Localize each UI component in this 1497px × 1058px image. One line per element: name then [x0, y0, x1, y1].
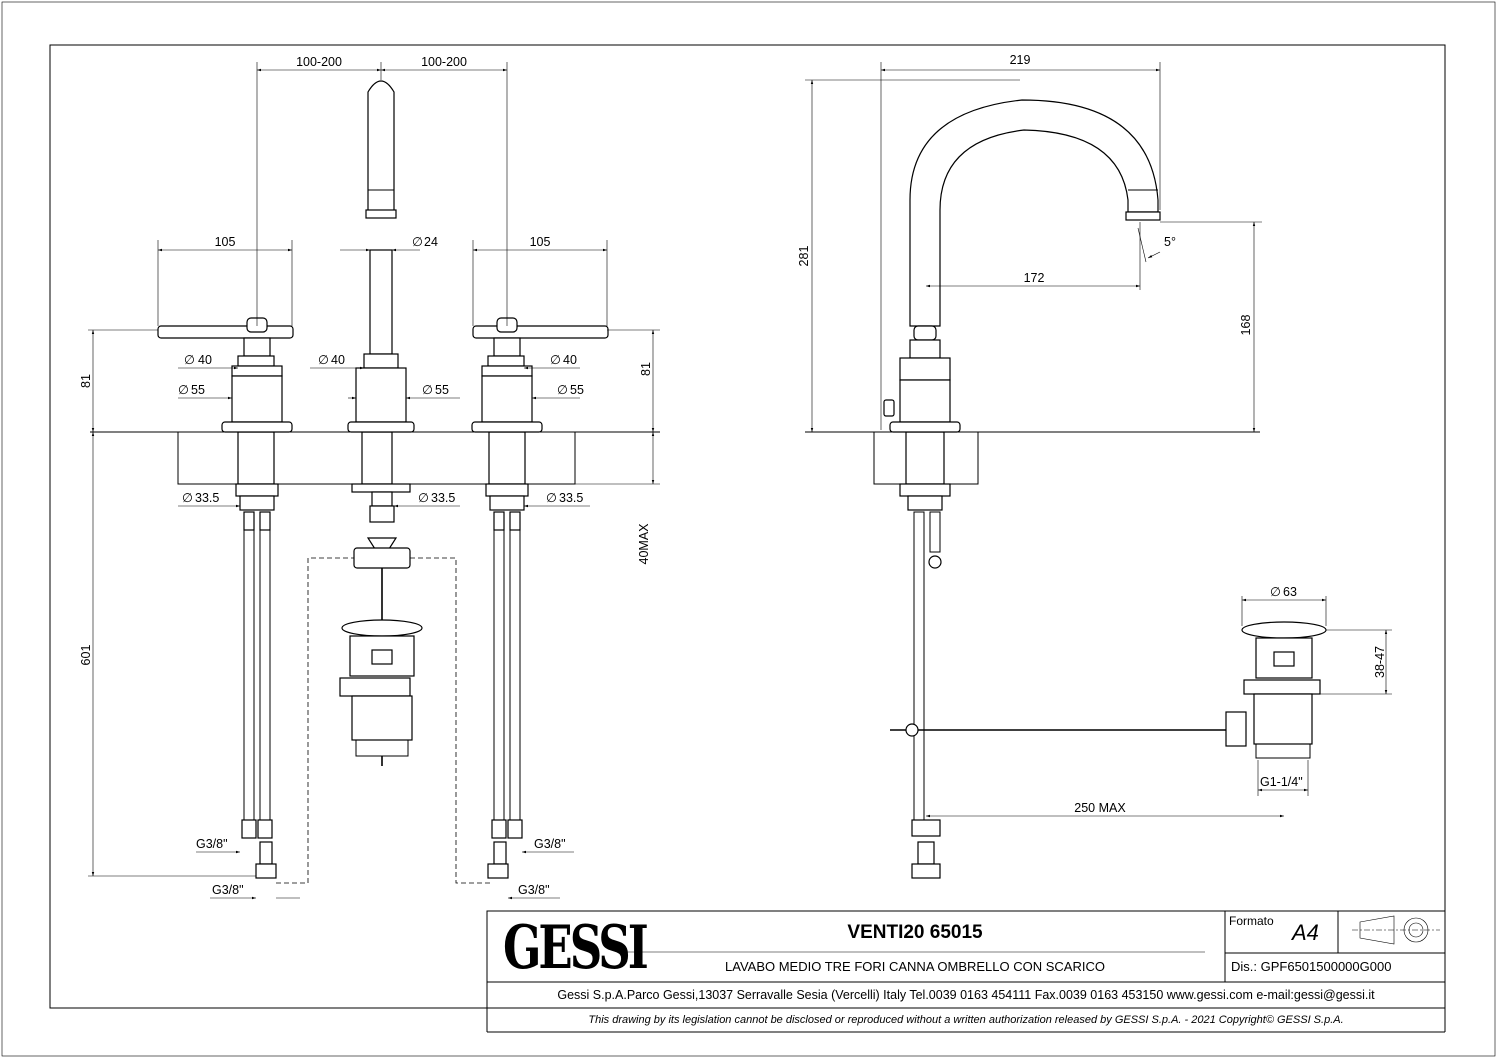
spout-arc: [909, 99, 1159, 327]
company-info: Gessi S.p.A.Parco Gessi,13037 Serravalle…: [557, 988, 1375, 1002]
dia-symbol: ∅: [546, 491, 557, 505]
dim-hose-length: 601: [79, 645, 93, 666]
dim-height: 281: [797, 246, 811, 267]
dim-dia55-right: 55: [570, 383, 584, 397]
dim-dia33-right: 33.5: [559, 491, 583, 505]
dim-angle: 5°: [1164, 235, 1176, 249]
dim-g38-c: G3/8": [534, 837, 566, 851]
front-view: [88, 62, 660, 900]
dia-symbol: ∅: [182, 491, 193, 505]
left-hose-2: [259, 529, 271, 821]
dia-symbol: ∅: [550, 353, 561, 367]
dim-g38-b: G3/8": [212, 883, 244, 897]
dim-width: 219: [1010, 53, 1031, 67]
dim-g38-d: G3/8": [518, 883, 550, 897]
dim-reach: 172: [1024, 271, 1045, 285]
dim-lever-left: 105: [215, 235, 236, 249]
right-hose-2: [509, 529, 521, 821]
product-title: VENTI20 65015: [847, 922, 983, 943]
left-valve: [157, 317, 294, 879]
left-hose-1: [243, 529, 255, 821]
title-block-frame: [486, 910, 1446, 1033]
dim-spread-left: 100-200: [296, 55, 342, 69]
dim-deck-max: 40MAX: [637, 523, 651, 565]
dim-dia55-center: 55: [435, 383, 449, 397]
right-valve: [471, 317, 609, 879]
gessi-logo: GESSI: [503, 913, 649, 983]
dim-g38-a: G3/8": [196, 837, 228, 851]
dia-symbol: ∅: [184, 353, 195, 367]
product-description: LAVABO MEDIO TRE FORI CANNA OMBRELLO CON…: [725, 959, 1105, 974]
dia-symbol: ∅: [178, 383, 189, 397]
dim-dia40-right: 40: [563, 353, 577, 367]
dim-waste-dia: 63: [1283, 585, 1297, 599]
dim-spout-dia-symbol: ∅: [412, 235, 423, 249]
dimension-labels: 100-200 100-200 105 105 ∅ 24 ∅ 40 ∅ 40 ∅…: [79, 53, 1387, 897]
dim-height-left: 81: [79, 374, 93, 388]
dim-dia33-left: 33.5: [195, 491, 219, 505]
dia-symbol: ∅: [422, 383, 433, 397]
dim-dia40-center: 40: [331, 353, 345, 367]
right-lever: [472, 325, 609, 339]
dim-spread-right: 100-200: [421, 55, 467, 69]
dia-symbol: ∅: [418, 491, 429, 505]
drawing-number: Dis.: GPF6501500000G000: [1231, 959, 1392, 974]
dim-waste-thread: G1-1/4": [1260, 775, 1303, 789]
right-hose-1: [493, 529, 505, 821]
dim-height-right: 81: [639, 362, 653, 376]
side-view: [805, 62, 1392, 879]
left-lever: [157, 325, 294, 339]
center-spout: [276, 80, 492, 884]
dim-dia33-center: 33.5: [431, 491, 455, 505]
format-value: A4: [1292, 920, 1319, 945]
dim-dia55-left: 55: [191, 383, 205, 397]
dim-dia40-left: 40: [198, 353, 212, 367]
dia-symbol: ∅: [1270, 585, 1281, 599]
dim-rod-max: 250 MAX: [1074, 801, 1126, 815]
format-label: Formato: [1229, 914, 1274, 928]
dia-symbol: ∅: [318, 353, 329, 367]
copyright-disclaimer: This drawing by its legislation cannot b…: [588, 1014, 1344, 1026]
dia-symbol: ∅: [557, 383, 568, 397]
dim-lever-right: 105: [530, 235, 551, 249]
dim-waste-range: 38-47: [1373, 646, 1387, 678]
dim-outlet-height: 168: [1239, 315, 1253, 336]
dim-spout-dia: 24: [424, 235, 438, 249]
